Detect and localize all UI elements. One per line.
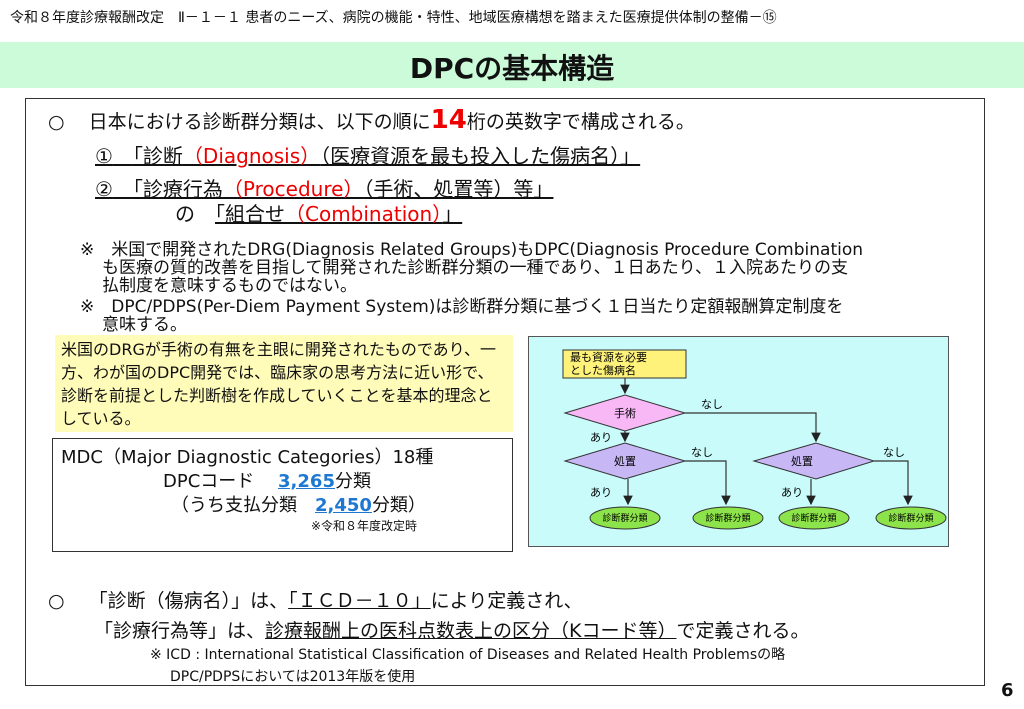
item-red: （Diagnosis） bbox=[182, 144, 321, 168]
icd10: 「ＩＣＤ－１０」 bbox=[288, 590, 431, 612]
icd-version-note: DPC/PDPSにおいては2013年版を使用 bbox=[170, 669, 416, 685]
note-line: 意味する。 bbox=[102, 315, 187, 335]
text: 「診断（傷病名）」は、 bbox=[88, 590, 289, 612]
item-combination: の 「組合せ（Combination）」 bbox=[175, 198, 462, 227]
intro-line: ○ 日本における診断群分類は、以下の順に14桁の英数字で構成される。 bbox=[48, 105, 695, 135]
procedure-label: 処置 bbox=[791, 455, 813, 468]
no-label: なし bbox=[883, 446, 905, 459]
leaf-label: 診断群分類 bbox=[888, 512, 933, 524]
text: で定義される。 bbox=[676, 620, 810, 642]
procedure-label: 処置 bbox=[614, 455, 636, 468]
procedure-decision bbox=[752, 442, 876, 480]
unit: 分類） bbox=[371, 495, 426, 516]
leaf-node bbox=[875, 506, 947, 530]
leaf-node bbox=[692, 506, 764, 530]
item-red: （Procedure） bbox=[222, 177, 364, 201]
page-title: DPCの基本構造 bbox=[409, 52, 615, 85]
item-red: （Combination） bbox=[285, 202, 443, 226]
k-code: 診療報酬上の医科点数表上の区分（Kコード等） bbox=[265, 620, 677, 642]
bullet: ○ bbox=[48, 590, 65, 612]
icd-note: ※ ICD : International Statistical Classi… bbox=[150, 647, 786, 663]
item-open: 「組合せ bbox=[215, 202, 285, 226]
item-rest: （手術、処置等）等」 bbox=[363, 177, 554, 201]
decision-tree-diagram: 最も資源を必要 とした傷病名 手術 処置 処置 なし なし なし あり あり あ… bbox=[528, 336, 949, 547]
item-open: 「診療行為 bbox=[132, 177, 223, 201]
value: 2,450 bbox=[315, 495, 372, 516]
leaf-label: 診断群分類 bbox=[705, 512, 750, 524]
note-line: も医療の質的改善を目指して開発された診断群分類の一種であり、１日あたり、１入院あ… bbox=[102, 258, 848, 278]
note-line: ※ DPC/PDPS(Per-Diem Payment System)は診断群分… bbox=[80, 297, 844, 317]
start-box bbox=[562, 349, 687, 379]
start-label: 最も資源を必要 bbox=[570, 350, 647, 364]
page-number: 6 bbox=[1001, 680, 1014, 701]
note-line: 払制度を意味するものではない。 bbox=[102, 276, 357, 296]
leaf-label: 診断群分類 bbox=[602, 512, 647, 524]
title-band bbox=[0, 42, 1024, 88]
item-diagnosis: ① 「診断（Diagnosis）（医療資源を最も投入した傷病名）」 bbox=[95, 140, 640, 169]
intro-post: 桁の英数字で構成される。 bbox=[466, 111, 695, 133]
bullet: ○ bbox=[48, 111, 65, 133]
leaf-node bbox=[589, 506, 661, 530]
item-mark: ① bbox=[95, 144, 113, 168]
item-rest: 」 bbox=[442, 202, 463, 226]
item-procedure: ② 「診療行為（Procedure）（手術、処置等）等」 bbox=[95, 173, 553, 202]
unit: 分類 bbox=[334, 471, 371, 492]
intro-pre: 日本における診断群分類は、以下の順に bbox=[88, 111, 431, 133]
note-line: ※ 米国で開発されたDRG(Diagnosis Related Groups)も… bbox=[80, 240, 864, 260]
item-rest: （医療資源を最も投入した傷病名）」 bbox=[320, 144, 641, 168]
item-mark: ② bbox=[95, 177, 113, 201]
content-box bbox=[25, 98, 985, 686]
item-mark: の bbox=[175, 202, 195, 226]
value: 3,265 bbox=[278, 471, 335, 492]
no-label: なし bbox=[701, 398, 723, 411]
mdc-count: MDC（Major Diagnostic Categories）18種 bbox=[61, 447, 434, 468]
yes-label: あり bbox=[781, 486, 803, 499]
start-label: とした傷病名 bbox=[570, 363, 636, 377]
drg-comparison-callout: 米国のDRGが手術の有無を主眼に開発されたものであり、一方、わが国のDPC開発で… bbox=[55, 335, 513, 432]
yes-label: あり bbox=[590, 486, 612, 499]
leaf-node bbox=[778, 506, 850, 530]
text: 「診療行為等」は、 bbox=[94, 620, 266, 642]
payment-count: （うち支払分類 2,450分類） bbox=[171, 491, 426, 517]
label: （うち支払分類 bbox=[171, 495, 297, 516]
text: により定義され、 bbox=[430, 590, 583, 612]
digit-count: 14 bbox=[430, 105, 467, 135]
revision-note: ※令和８年度改定時 bbox=[311, 519, 418, 533]
leaf-label: 診断群分類 bbox=[791, 512, 836, 524]
yes-label: あり bbox=[590, 431, 612, 444]
surgery-decision bbox=[563, 394, 687, 432]
mdc-box: MDC（Major Diagnostic Categories）18種 DPCコ… bbox=[52, 438, 513, 552]
icd-definition-line: ○ 「診断（傷病名）」は、「ＩＣＤ－１０」により定義され、 bbox=[48, 586, 582, 613]
dpc-code-count: DPCコード 3,265分類 bbox=[163, 467, 371, 493]
procedure-decision bbox=[563, 442, 687, 480]
no-label: なし bbox=[691, 446, 713, 459]
procedure-definition-line: 「診療行為等」は、診療報酬上の医科点数表上の区分（Kコード等）で定義される。 bbox=[94, 616, 810, 643]
header-text: 令和８年度診療報酬改定 Ⅱ－１－１ 患者のニーズ、病院の機能・特性、地域医療構想… bbox=[10, 10, 777, 26]
item-open: 「診断 bbox=[132, 144, 183, 168]
surgery-label: 手術 bbox=[614, 406, 636, 420]
label: DPCコード bbox=[163, 471, 255, 492]
